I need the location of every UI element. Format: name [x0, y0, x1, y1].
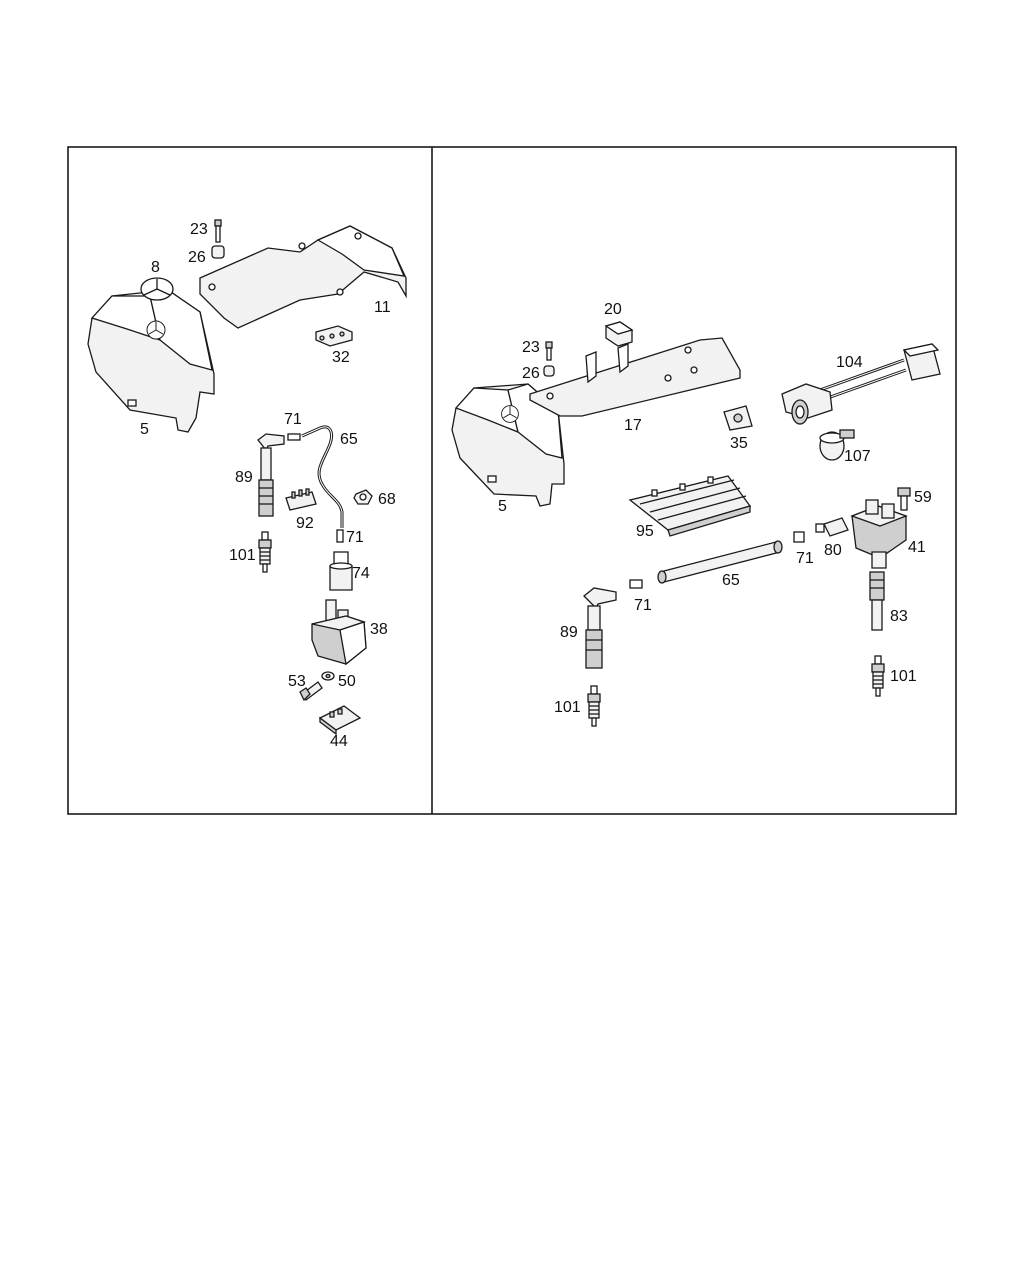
- part-74-boot: [329, 551, 353, 591]
- callout-71-right-upper: 71: [796, 550, 814, 567]
- part-89-plug-connector-right: [583, 587, 617, 669]
- part-101-spark-plug: [258, 531, 272, 573]
- callout-53: 53: [288, 673, 306, 690]
- part-41-ignition-coil: [850, 499, 908, 569]
- callout-71-right-lower: 71: [634, 597, 652, 614]
- callout-68: 68: [378, 491, 396, 508]
- callout-32: 32: [332, 349, 350, 366]
- callout-59: 59: [914, 489, 932, 506]
- part-101-spark-plug-right: [871, 655, 885, 697]
- star-logo-icon: [146, 320, 166, 340]
- callout-104: 104: [836, 354, 863, 371]
- part-59-bolt: [897, 487, 911, 511]
- part-71-connector-right-upper: [793, 531, 805, 543]
- diagram-frame: [67, 146, 957, 815]
- part-71-connector-tip-bottom: [336, 529, 344, 543]
- part-101-spark-plug-left: [587, 685, 601, 727]
- callout-92: 92: [296, 515, 314, 532]
- part-17-cover-plate: [529, 337, 741, 417]
- callout-65: 65: [340, 431, 358, 448]
- part-65-ignition-rod: [657, 540, 783, 584]
- part-8-star-emblem: [140, 277, 174, 301]
- callout-65-right: 65: [722, 572, 740, 589]
- callout-35: 35: [730, 435, 748, 452]
- part-38-ignition-coil: [311, 599, 367, 666]
- callout-83: 83: [890, 608, 908, 625]
- part-23-bolt: [214, 219, 222, 243]
- callout-74: 74: [352, 565, 370, 582]
- part-80-connector: [815, 517, 849, 537]
- part-71-connector-right-lower: [629, 579, 643, 589]
- part-107-sensor: [819, 429, 855, 461]
- part-26-grommet-right: [543, 365, 555, 377]
- callout-80: 80: [824, 542, 842, 559]
- part-104-sensor-harness: [781, 343, 941, 425]
- callout-71-top: 71: [284, 411, 302, 428]
- callout-50: 50: [338, 673, 356, 690]
- part-32-connector-block: [315, 325, 353, 347]
- callout-71-bottom: 71: [346, 529, 364, 546]
- part-20-clip: [604, 321, 634, 347]
- callout-101-right-right: 101: [890, 668, 917, 685]
- callout-17: 17: [624, 417, 642, 434]
- callout-41: 41: [908, 539, 926, 556]
- part-71-connector-tip-top: [287, 433, 301, 441]
- part-92-wire-clip: [285, 488, 317, 511]
- right-panel: 5 17 20 23 26 35 41 59 65 71 71 80 83 89…: [451, 301, 941, 727]
- part-44-bracket: [318, 705, 362, 736]
- callout-20: 20: [604, 301, 622, 318]
- callout-101: 101: [229, 547, 256, 564]
- callout-11: 11: [374, 299, 391, 316]
- part-68-nut: [353, 489, 373, 505]
- part-89-plug-connector: [257, 433, 285, 517]
- callout-26-right: 26: [522, 365, 540, 382]
- part-35-bracket: [723, 405, 753, 431]
- part-23-bolt-right: [545, 341, 553, 361]
- callout-107: 107: [844, 448, 871, 465]
- part-26-grommet: [211, 245, 225, 259]
- callout-5: 5: [140, 421, 149, 438]
- part-65-ignition-wire: [301, 425, 344, 528]
- star-logo-icon-right: [501, 405, 519, 423]
- callout-44: 44: [330, 733, 348, 750]
- left-panel: 5 8 11 23 26 32 38 44 50 53 65 68 71 71 …: [87, 219, 407, 750]
- part-5-engine-cover: [87, 289, 215, 433]
- callout-23-right: 23: [522, 339, 540, 356]
- callout-26: 26: [188, 249, 206, 266]
- part-50-washer: [321, 671, 335, 681]
- callout-95: 95: [636, 523, 654, 540]
- callout-8: 8: [151, 259, 160, 276]
- callout-89: 89: [235, 469, 253, 486]
- part-95-rail: [628, 475, 752, 537]
- part-11-cover-plate: [199, 225, 407, 329]
- part-83-coil-rod: [869, 571, 885, 631]
- callout-89-right: 89: [560, 624, 578, 641]
- callout-23: 23: [190, 221, 208, 238]
- callout-101-right-left: 101: [554, 699, 581, 716]
- callout-5-right: 5: [498, 498, 507, 515]
- callout-38: 38: [370, 621, 388, 638]
- part-53-bolt: [299, 681, 323, 702]
